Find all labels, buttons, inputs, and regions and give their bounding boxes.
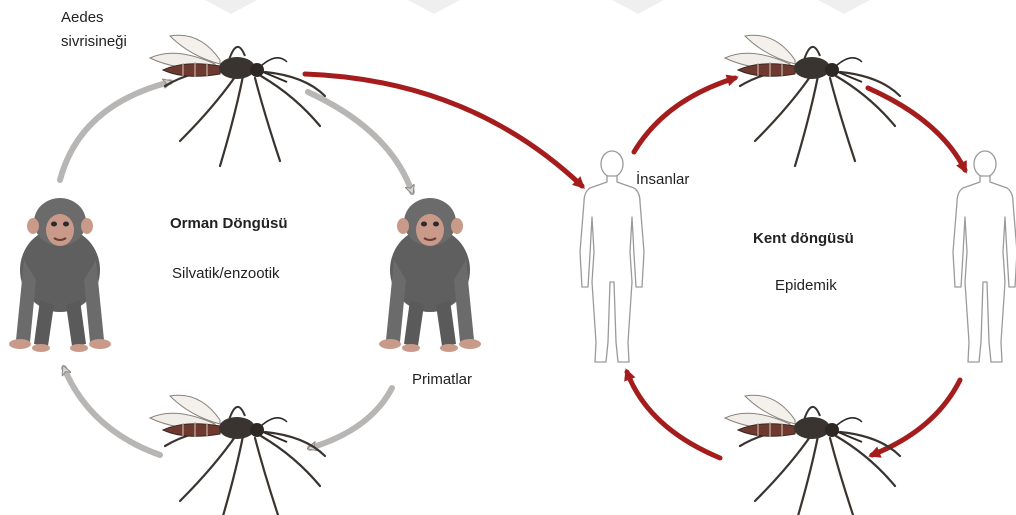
sylvatic-arrow-lower-mosquito-to-primate [64,368,160,455]
urban-arrow-lower-mosquito-to-humans [627,372,720,458]
urban-cycle-title: Kent döngüsü [753,229,854,249]
urban-arrow-mosquito-to-humans [868,88,965,170]
urban-arrow-humans-to-mosquito [634,78,735,152]
primate-icon [379,198,481,352]
sylvatic-arrow-primate-to-lower-mosquito [310,388,392,448]
primates-label: Primatlar [412,370,472,390]
human-icon [953,151,1016,362]
mosquito-icon [150,35,325,166]
humans-label: İnsanlar [636,170,689,190]
mosquito-icon [725,35,900,166]
mosquito-icon [150,395,325,515]
human-icon [580,151,644,362]
sylvatic-arrow-mosquito-to-primate [308,92,412,192]
sylvatic-arrow-primate-to-mosquito [60,82,170,180]
sylvatic-cycle-subtitle: Silvatik/enzootik [172,264,280,284]
vector-label-line1: Aedes [61,8,104,28]
vector-label-line2: sivrisineği [61,32,127,52]
sylvatic-cycle-title: Orman Döngüsü [170,214,288,234]
urban-cycle-subtitle: Epidemik [775,276,837,296]
spillover-arrow-forest-to-humans [305,74,582,186]
primate-icon [9,198,111,352]
